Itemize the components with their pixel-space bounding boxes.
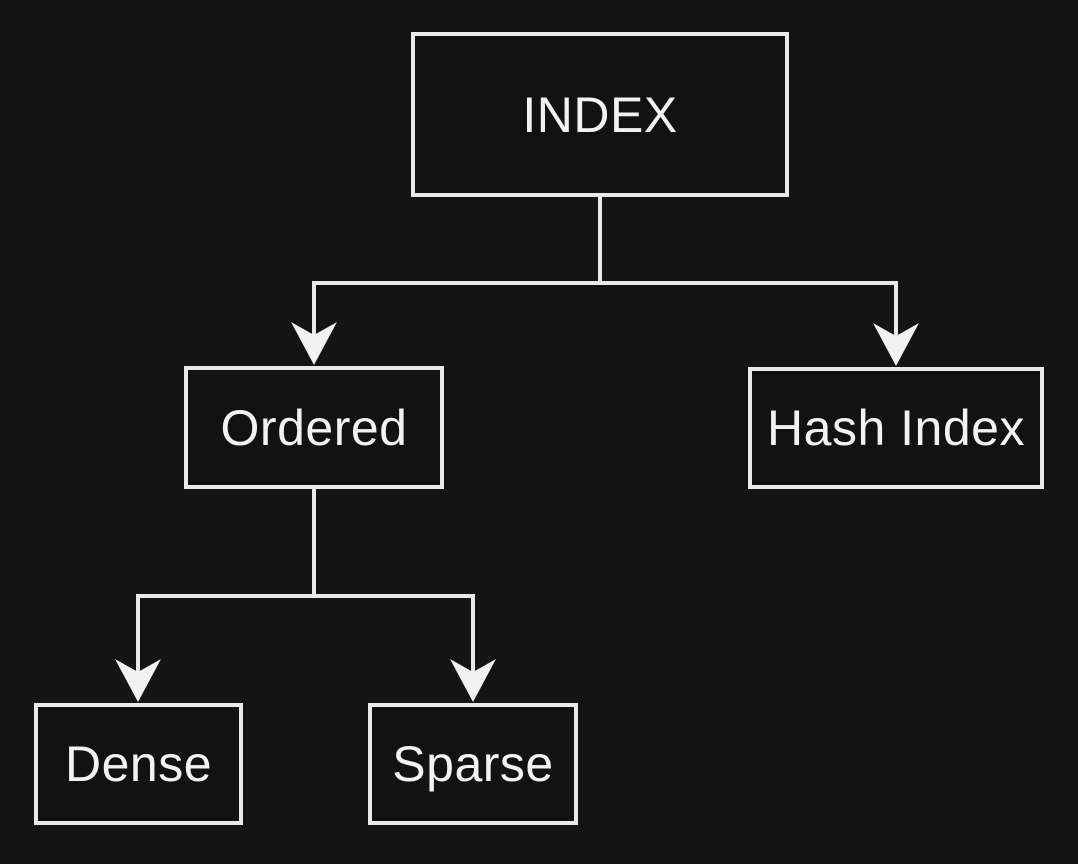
- arrowhead-ordered: [291, 322, 337, 365]
- edge-index-to-ordered: [312, 197, 602, 352]
- node-sparse: Sparse: [368, 703, 578, 825]
- arrowhead-sparse: [450, 659, 496, 702]
- arrowhead-hash-index: [873, 323, 919, 366]
- node-sparse-label: Sparse: [392, 736, 554, 792]
- node-index-label: INDEX: [522, 86, 678, 143]
- edge-index-to-hash-index: [598, 197, 898, 353]
- node-dense-label: Dense: [64, 736, 213, 792]
- node-index: INDEX: [411, 32, 789, 197]
- edge-ordered-to-dense: [136, 489, 316, 689]
- edge-ordered-to-sparse: [312, 489, 475, 689]
- node-hash-index: Hash Index: [748, 367, 1044, 489]
- node-ordered: Ordered: [184, 366, 444, 489]
- node-hash-index-label: Hash Index: [767, 400, 1025, 456]
- node-ordered-label: Ordered: [220, 399, 408, 456]
- arrowhead-dense: [115, 659, 161, 702]
- node-dense: Dense: [34, 703, 243, 825]
